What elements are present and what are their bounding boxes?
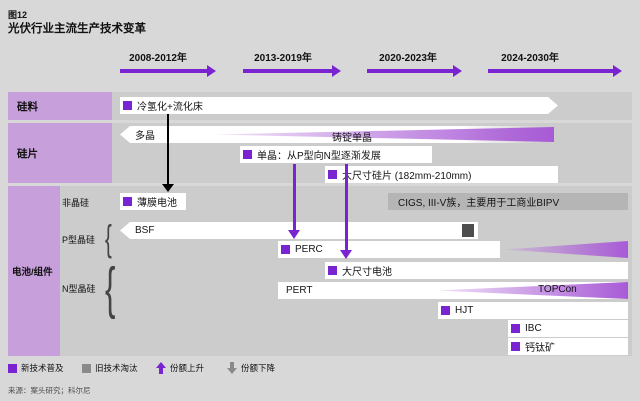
bar-hjt: HJT [438, 302, 628, 319]
timeline-period-label: 2008-2012年 [129, 53, 187, 64]
topcon-label: TOPCon [538, 284, 577, 295]
bar-cold-hydrogenation: 冷氢化+流化床 [120, 97, 558, 114]
bar-label: 大尺寸电池 [342, 267, 392, 278]
bar-label: 多晶 [135, 131, 155, 142]
legend-new-tech-label: 新技术普及 [21, 363, 64, 373]
timeline-arrow [243, 69, 332, 73]
row-label-cell-module: 电池/组件 [8, 186, 60, 356]
row-label-wafer: 硅片 [8, 123, 112, 183]
bar-perovskite: 钙钛矿 [508, 338, 628, 355]
new-tech-marker [441, 306, 450, 315]
bar-label: 冷氢化+流化床 [137, 102, 203, 113]
timeline-arrow [120, 69, 207, 73]
source-note: 来源：案头研究；科尔尼 [8, 386, 91, 395]
legend-share-up-icon [159, 368, 163, 374]
bar-label: HJT [455, 305, 474, 316]
timeline-arrow [488, 69, 613, 73]
timeline-arrowhead-icon [613, 65, 622, 77]
group-label-n-type: N型晶硅 [62, 284, 96, 294]
mono-to-largecell-arrowhead-icon [340, 250, 352, 259]
timeline-arrowhead-icon [207, 65, 216, 77]
timeline-period-label: 2013-2019年 [254, 53, 312, 64]
bar-thin-film: 薄膜电池 [120, 193, 186, 210]
legend-old-tech-label: 旧技术淘汰 [95, 363, 138, 373]
row-label-silicon: 硅料 [8, 92, 112, 120]
legend-share-up-label: 份额上升 [170, 363, 205, 373]
bar-label: PERT [286, 285, 313, 296]
bar-cigs: CIGS, III-V族，主要用于工商业BIPV [388, 193, 628, 210]
bar-large-wafer: 大尺寸硅片 (182mm-210mm) [325, 166, 558, 183]
legend-share-down-icon [227, 368, 237, 374]
legend-share-down-icon [230, 362, 234, 368]
bar-label: 单晶：从P型向N型逐渐发展 [257, 151, 381, 162]
bar-perc: PERC [278, 241, 500, 258]
silicon-to-thinfilm-arrowhead-icon [162, 184, 174, 192]
mono-to-largecell-arrow [345, 164, 348, 250]
bar-label: PERC [295, 244, 323, 255]
legend-share-up-icon [156, 362, 166, 368]
bar-label: 薄膜电池 [137, 198, 177, 209]
p-type-group-brace [105, 220, 117, 257]
group-label-amorphous: 非晶硅 [62, 198, 90, 208]
new-tech-marker [243, 150, 252, 159]
silicon-to-thinfilm-arrow [167, 114, 169, 184]
new-tech-marker [328, 170, 337, 179]
new-tech-marker [123, 197, 132, 206]
new-tech-marker [123, 101, 132, 110]
old-tech-end-marker [462, 224, 474, 237]
mono-to-perc-arrow [293, 164, 296, 230]
new-tech-marker [511, 342, 520, 351]
figure-number: 图12 [8, 10, 28, 20]
bar-label: 大尺寸硅片 (182mm-210mm) [342, 171, 472, 182]
timeline-period-label: 2020-2023年 [379, 53, 437, 64]
timeline-arrowhead-icon [453, 65, 462, 77]
cast-mono-label: 铸锭单晶 [332, 133, 372, 144]
legend-old-tech-icon [82, 364, 91, 373]
bar-label: CIGS, III-V族，主要用于工商业BIPV [398, 198, 560, 209]
timeline-period-label: 2024-2030年 [501, 53, 559, 64]
bar-large-cell: 大尺寸电池 [325, 262, 628, 279]
bar-ibc: IBC [508, 320, 628, 337]
bar-label: IBC [525, 323, 542, 334]
timeline-arrow [367, 69, 453, 73]
legend-new-tech-icon [8, 364, 17, 373]
new-tech-marker [328, 266, 337, 275]
n-type-group-brace [105, 260, 124, 317]
bar-mono-crystalline: 单晶：从P型向N型逐渐发展 [240, 146, 432, 163]
new-tech-marker [511, 324, 520, 333]
mono-to-perc-arrowhead-icon [288, 230, 300, 239]
timeline-arrowhead-icon [332, 65, 341, 77]
new-tech-marker [281, 245, 290, 254]
group-label-p-type: P型晶硅 [62, 235, 96, 245]
figure-title: 光伏行业主流生产技术变革 [8, 23, 146, 35]
legend-share-down-label: 份额下降 [241, 363, 276, 373]
bar-label: 钙钛矿 [525, 343, 555, 354]
bar-label: BSF [135, 225, 155, 236]
